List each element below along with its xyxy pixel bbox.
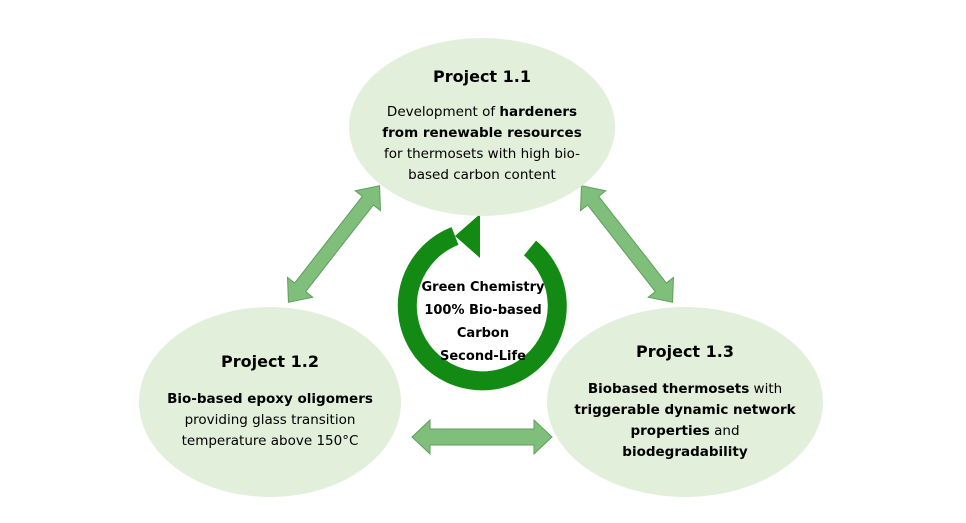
center-line: 100% Bio-based Carbon [424, 303, 542, 341]
description-segment: and [709, 422, 740, 439]
description-segment: with [749, 380, 783, 397]
description-bold-segment: Biobased thermosets [587, 380, 750, 397]
project-1-2-node: Project 1.2 Bio-based epoxy oligomers pr… [139, 307, 401, 497]
project-1-3-node: Project 1.3 Biobased thermosets with tri… [547, 307, 823, 497]
description-bold-segment: Bio-based epoxy oligomers [167, 391, 373, 407]
project-title: Project 1.2 [221, 352, 319, 371]
description-bold-segment: biodegradability [622, 443, 748, 460]
arrow-project-1-2-to-1-3 [411, 418, 553, 456]
center-line: Second-Life [440, 349, 526, 364]
arrow-project-1-1-to-1-3 [579, 185, 675, 303]
cycle-arrow-icon [397, 214, 567, 391]
center-label: Green Chemistry 100% Bio-based Carbon Se… [398, 276, 568, 368]
project-title: Project 1.3 [636, 341, 734, 361]
center-line: Green Chemistry [421, 280, 545, 295]
project-description: Biobased thermosets with triggerable dyn… [569, 379, 801, 463]
description-bold-segment: hardeners from renewable resources [382, 103, 582, 141]
description-bold-segment: triggerable dynamic network properties [574, 401, 796, 439]
description-segment: Development of [386, 103, 500, 120]
project-title: Project 1.1 [433, 66, 531, 86]
project-description: Bio-based epoxy oligomers providing glas… [161, 389, 379, 452]
arrow-project-1-1-to-1-2 [286, 185, 382, 303]
description-segment: providing glass transition temperature a… [181, 412, 359, 449]
project-description: Development of hardeners from renewable … [377, 102, 587, 186]
project-1-1-node: Project 1.1 Development of hardeners fro… [349, 38, 615, 216]
description-segment: for thermosets with high bio-based carbo… [383, 145, 581, 183]
